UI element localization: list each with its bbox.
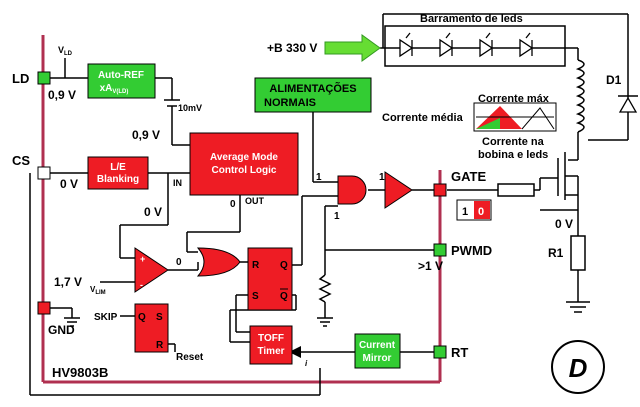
out-label: OUT [245, 196, 265, 206]
cs-pin [37, 166, 51, 180]
svg-text:S: S [252, 291, 259, 302]
current-mirror-block: Current Mirror [354, 333, 401, 369]
gate-signal-box: 1 0 [456, 199, 492, 221]
vld-label: VLD [58, 45, 73, 57]
d-logo: D [551, 340, 605, 394]
i-label: i [305, 359, 308, 368]
autoref-block: Auto-REF xAV(LD) [87, 63, 156, 99]
svg-text:Current: Current [359, 340, 396, 351]
comp-in-voltage: 0 V [144, 205, 162, 219]
ld-pin-label: LD [12, 71, 29, 86]
ld-voltage-label: 0,9 V [48, 88, 76, 102]
chip-name-label: HV9803B [52, 365, 108, 380]
rs-flipflop: R Q S Q [247, 247, 293, 311]
gnd-pin [37, 301, 51, 315]
toff-timer-block: TOFF Timer [249, 325, 293, 365]
svg-text:Blanking: Blanking [97, 174, 139, 185]
corrente-bobina-label-1: Corrente na [482, 136, 545, 148]
vlim-voltage: 1,7 V [54, 275, 82, 289]
current-waveform [473, 102, 557, 132]
svg-text:Q: Q [280, 291, 288, 302]
comp-out-value: 0 [176, 257, 182, 268]
svg-text:ALIMENTAÇÕES: ALIMENTAÇÕES [269, 82, 356, 95]
svg-text:Average Mode: Average Mode [210, 152, 278, 163]
corrente-max-label: Corrente máx [478, 93, 550, 105]
svg-text:Control Logic: Control Logic [212, 165, 277, 176]
alimentacoes-normais-block: ALIMENTAÇÕES NORMAIS [254, 77, 372, 113]
svg-text:NORMAIS: NORMAIS [264, 97, 316, 109]
svg-text:Timer: Timer [257, 346, 284, 357]
or-gate [196, 247, 241, 277]
in-label: IN [173, 178, 182, 188]
svg-text:D: D [569, 353, 588, 383]
svg-text:xAV(LD): xAV(LD) [100, 83, 129, 95]
svg-text:R: R [252, 260, 260, 271]
and-output-value: 1 [379, 172, 385, 183]
and-input2-value: 1 [334, 211, 340, 222]
skip-sr-latch: Q S R [134, 303, 169, 353]
ten-mv-label: 10mV [178, 103, 202, 113]
rt-pin-label: RT [451, 345, 468, 360]
gate-pin [433, 183, 447, 197]
cs-voltage-label: 0 V [60, 177, 78, 191]
diode-d1: D1 [606, 73, 638, 113]
pwmd-pin [433, 243, 447, 257]
le-blanking-block: L/E Blanking [87, 156, 149, 190]
svg-text:Q: Q [280, 260, 288, 271]
and-gate [337, 175, 367, 205]
supply-arrow [324, 34, 381, 62]
skip-label: SKIP [94, 312, 118, 323]
reset-label: Reset [176, 352, 204, 363]
svg-text:TOFF: TOFF [258, 333, 284, 344]
comparator: + - [134, 247, 169, 293]
ld-pin [37, 71, 51, 85]
svg-text:Auto-REF: Auto-REF [98, 70, 144, 81]
cs-pin-label: CS [12, 153, 30, 168]
pwmd-voltage: >1 V [418, 259, 443, 273]
r1-label: R1 [548, 246, 564, 260]
rt-pin [433, 345, 447, 359]
corrente-bobina-label-2: bobina e leds [478, 149, 548, 161]
gnd-pin-label: GND [48, 323, 75, 337]
svg-text:S: S [156, 312, 163, 323]
vlim-label: VLIM [90, 285, 106, 296]
gate-pin-label: GATE [451, 169, 486, 184]
gate-driver-buffer [384, 171, 413, 209]
out-value: 0 [230, 199, 236, 210]
led-string [399, 32, 534, 58]
svg-text:D1: D1 [606, 73, 622, 87]
autoref-out-voltage: 0,9 V [132, 128, 160, 142]
and-input1-value: 1 [316, 172, 322, 183]
svg-text:Q: Q [138, 312, 146, 323]
mosfet-source-voltage: 0 V [555, 217, 573, 231]
corrente-media-label: Corrente média [382, 112, 464, 124]
svg-text:Mirror: Mirror [363, 353, 392, 364]
pwmd-pin-label: PWMD [451, 243, 492, 258]
led-bus-label: Barramento de leds [420, 13, 523, 25]
average-mode-control-logic-block: Average Mode Control Logic [189, 132, 299, 196]
svg-text:1: 1 [462, 206, 468, 218]
svg-text:R: R [156, 340, 164, 351]
svg-text:0: 0 [478, 206, 484, 218]
supply-label: +B 330 V [267, 41, 317, 55]
svg-text:+: + [140, 254, 145, 264]
svg-text:L/E: L/E [110, 162, 126, 173]
external-wires [380, 13, 629, 313]
svg-text:-: - [140, 280, 143, 290]
